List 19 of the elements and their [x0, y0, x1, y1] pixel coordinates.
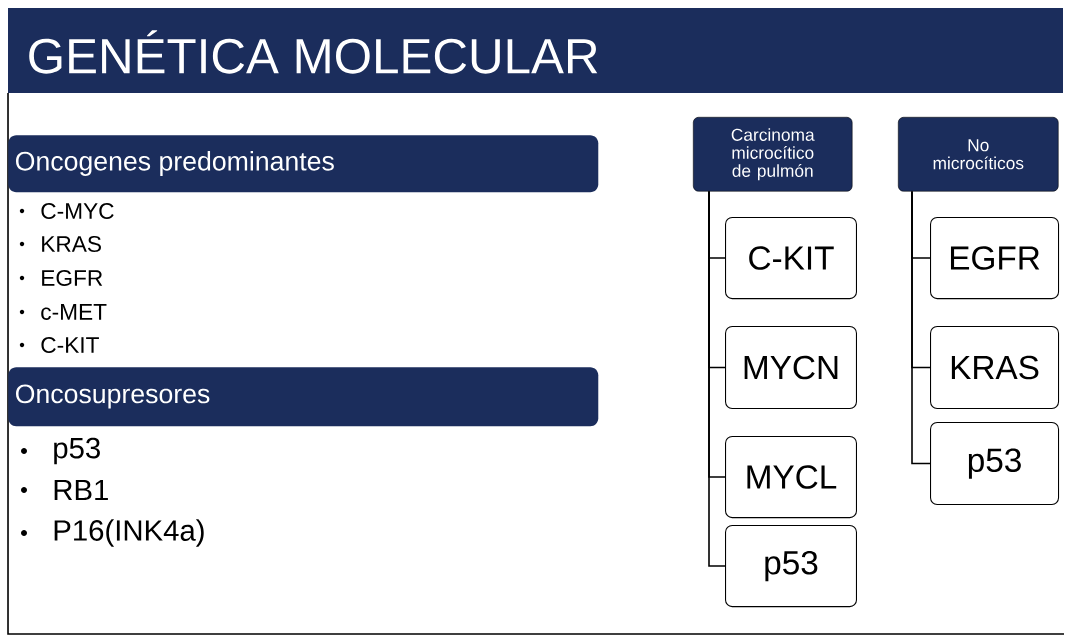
list-item: RB1 — [54, 479, 108, 501]
connector-line — [911, 190, 931, 465]
connector-line — [708, 190, 726, 567]
category-box: Carcinoma microcítico de pulmón — [693, 117, 853, 192]
list-item: KRAS — [42, 235, 101, 253]
list-item: EGFR — [42, 269, 103, 287]
title-band: GENÉTICA MOLECULAR — [8, 8, 1063, 93]
gene-box: MYCL — [725, 436, 857, 519]
section-band: Oncosupresores — [8, 367, 599, 427]
list-item: P16(INK4a) — [54, 519, 204, 547]
gene-box: MYCN — [725, 326, 857, 410]
gene-box: KRAS — [930, 326, 1060, 410]
section-band: Oncogenes predominantes — [8, 135, 599, 193]
gene-box: p53 — [930, 422, 1060, 506]
gene-box: EGFR — [930, 217, 1060, 300]
gene-box: p53 — [725, 525, 857, 608]
list-item: c-MET — [41, 304, 107, 320]
gene-box: C-KIT — [725, 217, 857, 300]
category-box: No microcíticos — [898, 117, 1059, 192]
